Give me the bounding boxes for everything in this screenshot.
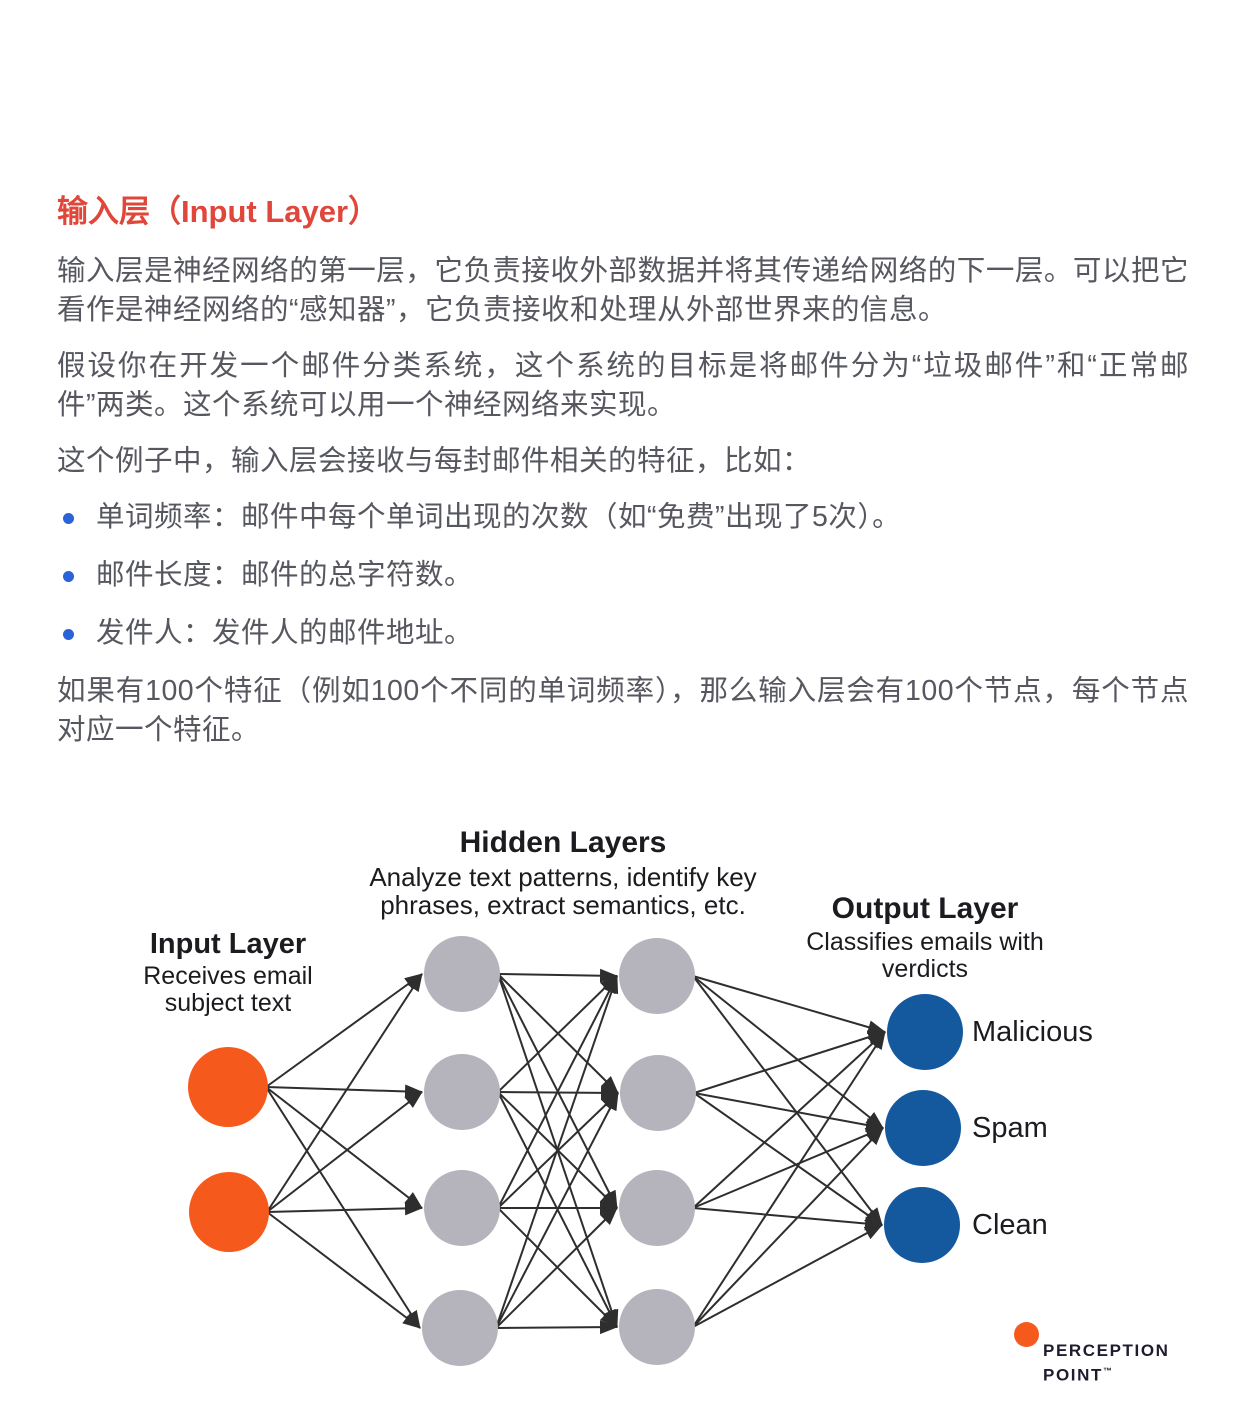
edge-line xyxy=(265,1086,423,1209)
input-layer-caption: Input Layer Receives email subject text xyxy=(103,928,353,1017)
logo-line2: POINT™ xyxy=(1043,1365,1112,1385)
paragraph-intro-2: 假设你在开发一个邮件分类系统，这个系统的目标是将邮件分为“垃圾邮件”和“正常邮件… xyxy=(57,350,1189,421)
edge-line xyxy=(693,1030,886,1094)
edge-line xyxy=(265,973,423,1088)
list-item-text: 单词频率：邮件中每个单词出现的次数（如“免费”出现了5次）。 xyxy=(96,501,902,533)
logo-line1: PERCEPTION xyxy=(1043,1341,1170,1360)
edge-line xyxy=(692,1031,886,1328)
perception-point-logo: PERCEPTION POINT™ xyxy=(1014,1322,1170,1386)
edge-line xyxy=(692,1127,884,1209)
hidden1-node xyxy=(424,936,500,1012)
edge-line xyxy=(265,1084,423,1099)
edge-line xyxy=(497,975,618,1209)
edge-line xyxy=(692,975,884,1129)
edge-line xyxy=(693,1092,884,1132)
hidden2-node xyxy=(619,938,695,1014)
logo-text: PERCEPTION POINT™ xyxy=(1043,1340,1170,1386)
input-layer-desc: Receives email subject text xyxy=(143,962,313,1017)
list-item: 单词频率：邮件中每个单词出现的次数（如“免费”出现了5次）。 xyxy=(57,498,1189,537)
edge-line xyxy=(693,1092,883,1226)
spam-label: Spam xyxy=(972,1112,1048,1144)
output-node xyxy=(885,1090,961,1166)
bullet-dot-icon xyxy=(63,513,74,524)
trademark-symbol: ™ xyxy=(1102,1366,1112,1376)
section-title: 输入层（Input Layer） xyxy=(57,194,380,229)
output-layer-desc: Classifies emails with verdicts xyxy=(806,928,1044,983)
edge-line xyxy=(692,1207,883,1231)
edge-line xyxy=(265,1086,421,1329)
list-item-text: 发件人：发件人的邮件地址。 xyxy=(96,617,474,649)
edge-line xyxy=(692,1127,884,1328)
edge-line xyxy=(266,1211,421,1329)
hidden-layers-title: Hidden Layers xyxy=(459,826,667,859)
output-layer-title: Output Layer xyxy=(831,892,1019,925)
output-node xyxy=(887,994,963,1070)
edge-line xyxy=(497,968,618,983)
nodes-group xyxy=(188,936,963,1366)
hidden2-node xyxy=(619,1170,695,1246)
feature-list: 单词频率：邮件中每个单词出现的次数（如“免费”出现了5次）。 邮件长度：邮件的总… xyxy=(57,498,1189,653)
input-layer-title: Input Layer xyxy=(149,928,307,960)
edge-line xyxy=(266,1091,423,1213)
edge-line xyxy=(692,975,886,1034)
paragraph-outro: 如果有100个特征（例如100个不同的单词频率），那么输入层会有100个节点，每… xyxy=(57,675,1189,746)
output-layer-caption: Output Layer Classifies emails with verd… xyxy=(792,892,1058,983)
edge-line xyxy=(497,975,618,1093)
edge-line xyxy=(495,1320,618,1335)
paragraph-intro-3: 这个例子中，输入层会接收与每封邮件相关的特征，比如： xyxy=(57,445,812,477)
hidden2-node xyxy=(619,1289,695,1365)
article-body: 输入层（Input Layer） 输入层是神经网络的第一层，它负责接收外部数据并… xyxy=(57,192,1189,767)
hidden1-node xyxy=(424,1054,500,1130)
list-item-text: 邮件长度：邮件的总字符数。 xyxy=(96,559,474,591)
hidden2-node xyxy=(620,1055,696,1131)
input-node xyxy=(188,1047,268,1127)
hidden1-node xyxy=(424,1170,500,1246)
edge-line xyxy=(495,1207,618,1329)
edge-line xyxy=(266,1201,423,1216)
paragraph-intro-1: 输入层是神经网络的第一层，它负责接收外部数据并将其传递给网络的下一层。可以把它看… xyxy=(57,255,1189,326)
edge-line xyxy=(495,1092,619,1329)
edge-line xyxy=(692,975,883,1226)
logo-dot-icon xyxy=(1014,1322,1039,1347)
hidden-layers-caption: Hidden Layers Analyze text patterns, ide… xyxy=(328,826,798,919)
edges-group xyxy=(265,968,886,1335)
hidden1-node xyxy=(422,1290,498,1366)
hidden-layers-desc: Analyze text patterns, identify key phra… xyxy=(369,862,757,920)
edge-line xyxy=(266,973,423,1213)
input-node xyxy=(189,1172,269,1252)
edge-line xyxy=(692,1031,886,1209)
bullet-dot-icon xyxy=(63,629,74,640)
edge-line xyxy=(495,975,619,1329)
list-item: 邮件长度：邮件的总字符数。 xyxy=(57,556,1189,595)
clean-label: Clean xyxy=(972,1209,1048,1241)
edge-line xyxy=(692,1224,883,1328)
malicious-label: Malicious xyxy=(972,1016,1093,1048)
list-item: 发件人：发件人的邮件地址。 xyxy=(57,614,1189,653)
bullet-dot-icon xyxy=(63,571,74,582)
output-node xyxy=(884,1187,960,1263)
